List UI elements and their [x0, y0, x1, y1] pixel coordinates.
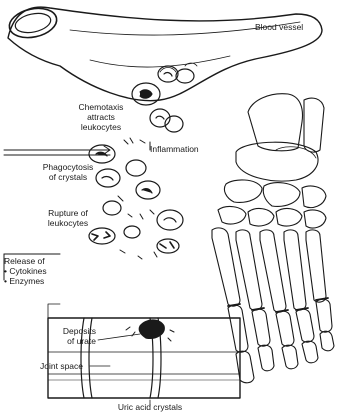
label-chemotaxis-line2: attracts — [56, 112, 146, 122]
foot-skeleton — [212, 94, 334, 383]
label-release-line1: Release of — [4, 256, 45, 266]
label-joint-space: Joint space — [40, 361, 83, 371]
label-blood-vessel: Blood vessel — [255, 22, 303, 32]
label-uric-acid-crystals: Uric acid crystals — [100, 402, 200, 412]
label-rupture-line1: Rupture of — [24, 208, 112, 218]
label-deposits-line1: Deposits — [30, 326, 96, 336]
label-inflammation: Inflammation — [150, 144, 199, 154]
blood-vessel — [7, 4, 322, 100]
label-chemotaxis-line3: leukocytes — [56, 122, 146, 132]
label-phagocytosis-line2: of crystals — [24, 172, 112, 182]
label-phagocytosis-line1: Phagocytosis — [24, 162, 112, 172]
joint-inset — [48, 304, 240, 406]
label-release-line3: • Enzymes — [4, 276, 44, 286]
label-chemotaxis-line1: Chemotaxis — [56, 102, 146, 112]
label-deposits-line2: of urate — [30, 336, 96, 346]
label-rupture-line2: leukocytes — [24, 218, 112, 228]
label-release-line2: • Cytokines — [4, 266, 47, 276]
